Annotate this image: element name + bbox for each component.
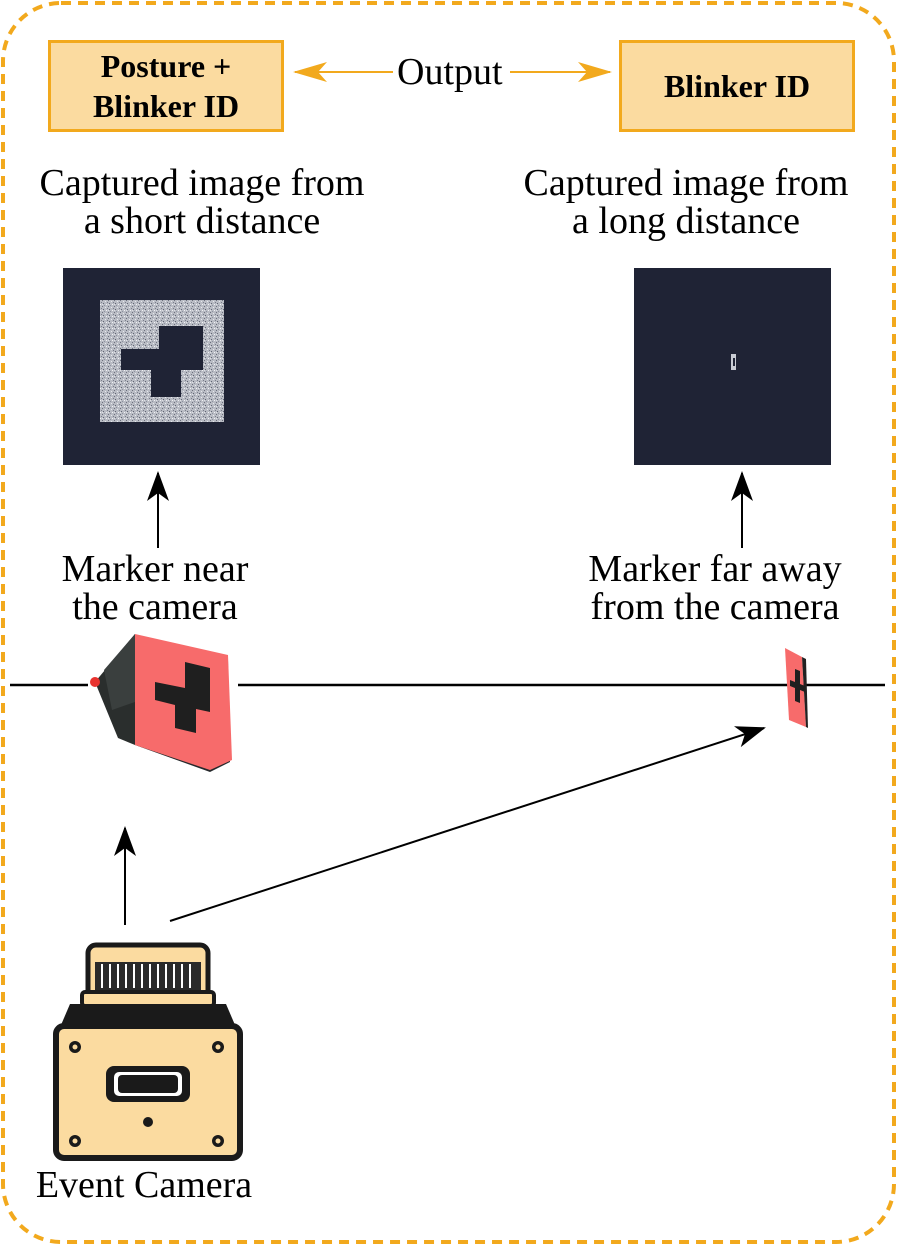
label-marker-near-line1: Marker near bbox=[61, 548, 249, 590]
caption-long-line2: a long distance bbox=[572, 200, 800, 242]
caption-short-distance: Captured image from a short distance bbox=[0, 164, 404, 240]
label-marker-near-line2: the camera bbox=[72, 586, 238, 628]
output-box-posture-line1: Posture + bbox=[100, 48, 232, 84]
caption-long-distance: Captured image from a long distance bbox=[486, 164, 886, 240]
caption-long-line1: Captured image from bbox=[523, 162, 849, 204]
caption-short-line2: a short distance bbox=[83, 200, 321, 242]
output-box-posture-blinker: Posture + Blinker ID bbox=[48, 40, 284, 132]
output-box-blinker-label: Blinker ID bbox=[663, 68, 811, 104]
output-box-posture-line2: Blinker ID bbox=[92, 88, 240, 124]
label-event-camera: Event Camera bbox=[35, 1164, 253, 1206]
output-label: Output bbox=[393, 53, 507, 91]
output-box-blinker: Blinker ID bbox=[619, 40, 855, 132]
marker-near bbox=[88, 628, 238, 773]
captured-image-long bbox=[634, 268, 831, 465]
event-camera-icon bbox=[43, 932, 245, 1164]
label-marker-near: Marker near the camera bbox=[20, 550, 290, 626]
captured-image-short bbox=[63, 268, 260, 465]
caption-short-line1: Captured image from bbox=[39, 162, 365, 204]
label-marker-far: Marker far away from the camera bbox=[560, 550, 870, 626]
marker-far bbox=[785, 648, 808, 728]
arrow-camera-to-far bbox=[169, 726, 766, 922]
label-marker-far-line2: from the camera bbox=[590, 586, 840, 628]
label-marker-far-line1: Marker far away bbox=[588, 548, 842, 590]
